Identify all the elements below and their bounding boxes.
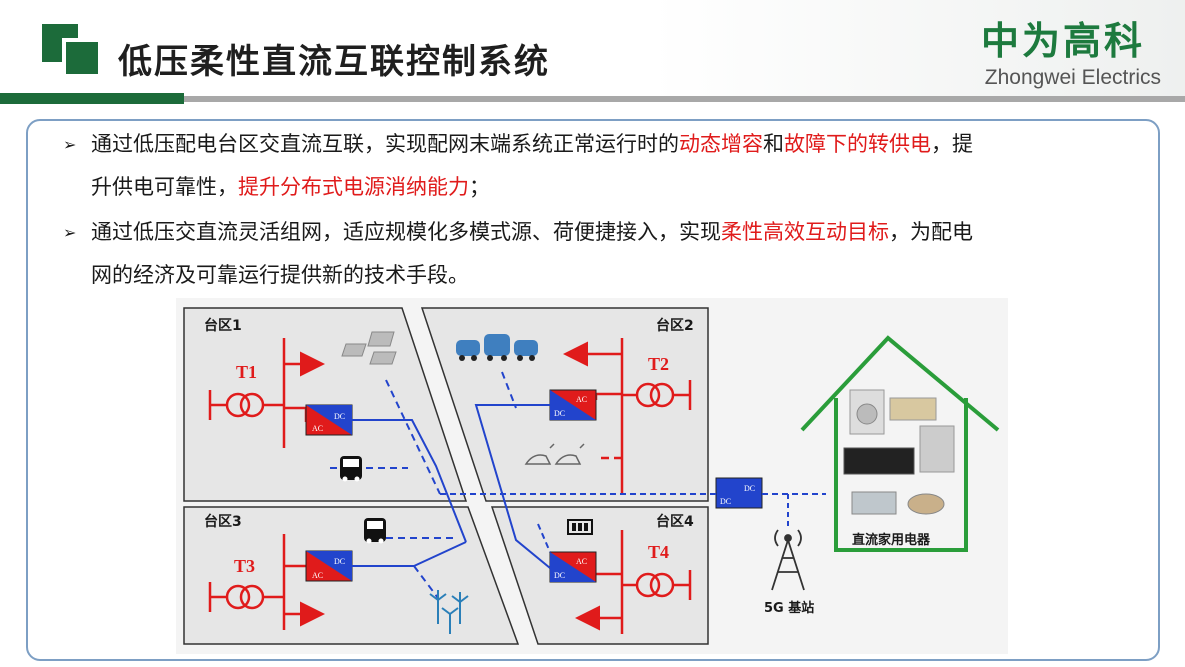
solar-panel-icon — [341, 331, 397, 365]
page-title: 低压柔性直流互联控制系统 — [118, 42, 550, 82]
bullet-2-line-1: ➢通过低压交直流灵活组网，适应规模化多模式源、荷便捷接入，实现柔性高效互动目标，… — [63, 213, 973, 252]
converter-zone-4: AC DC — [549, 551, 597, 583]
bullet-arrow-icon: ➢ — [63, 135, 77, 154]
house-outline — [800, 335, 1000, 552]
converter-zone-3: DC AC — [305, 550, 353, 582]
interconnection-diagram: 台区1 台区2 台区3 台区4 T1 T2 T3 T4 — [176, 298, 1008, 654]
svg-text:DC: DC — [334, 412, 345, 421]
bullet-2-line-2: 网的经济及可靠运行提供新的技术手段。 — [91, 263, 469, 287]
air-conditioner-icon — [851, 491, 897, 515]
svg-text:AC: AC — [576, 395, 587, 404]
television-icon — [843, 447, 915, 475]
battery-icon — [567, 519, 593, 535]
zone-2-label: 台区2 — [656, 317, 694, 334]
svg-text:DC: DC — [720, 497, 731, 506]
brand-name-cn: 中为高科 — [980, 19, 1145, 63]
base-station-label: 5G 基站 — [764, 600, 814, 616]
header-rule-gray — [184, 96, 1185, 102]
bullet-1-line-1: ➢通过低压配电台区交直流互联，实现配网末端系统正常运行时的动态增容和故障下的转供… — [63, 125, 973, 164]
svg-text:DC: DC — [744, 484, 755, 493]
zone-4-label: 台区4 — [656, 513, 694, 530]
svg-text:DC: DC — [334, 557, 345, 566]
bullet-arrow-icon: ➢ — [63, 223, 77, 242]
house-label: 直流家用电器 — [852, 532, 931, 548]
transformer-t1-label: T1 — [236, 362, 257, 382]
converter-zone-1: DC AC — [305, 404, 353, 436]
converter-house: DC DC — [715, 477, 763, 509]
washing-machine-door — [856, 403, 878, 425]
5g-tower-icon — [771, 529, 805, 591]
appliance-icon — [907, 493, 945, 515]
logo-squares-icon — [42, 24, 98, 74]
zone-3-label: 台区3 — [204, 513, 242, 530]
header-background — [0, 0, 1185, 96]
bus-icon — [364, 518, 386, 544]
ev-charging-icon — [524, 443, 585, 465]
transformer-t4-icon — [575, 530, 692, 634]
zone-4 — [490, 506, 709, 645]
svg-text:AC: AC — [312, 571, 323, 580]
brand-name-en: Zhongwei Electrics — [984, 66, 1161, 89]
wind-turbine-icon — [429, 590, 469, 634]
zone-1-label: 台区1 — [204, 317, 242, 334]
transformer-t3-icon — [208, 534, 325, 630]
svg-text:DC: DC — [554, 571, 565, 580]
header-rule-green — [0, 93, 184, 104]
transformer-t2-label: T2 — [648, 354, 669, 374]
transformer-t3-label: T3 — [234, 556, 255, 576]
transformer-t4-label: T4 — [648, 542, 669, 562]
svg-text:AC: AC — [576, 557, 587, 566]
svg-text:AC: AC — [312, 424, 323, 433]
refrigerator-icon — [919, 425, 955, 473]
bus-icon — [340, 456, 362, 482]
svg-text:DC: DC — [554, 409, 565, 418]
electric-car-icon — [456, 334, 538, 361]
light-fixture-icon — [889, 397, 937, 421]
bullet-1-line-2: 升供电可靠性，提升分布式电源消纳能力； — [91, 175, 490, 199]
transformer-t2-icon — [563, 338, 692, 494]
converter-zone-2: AC DC — [549, 389, 597, 421]
